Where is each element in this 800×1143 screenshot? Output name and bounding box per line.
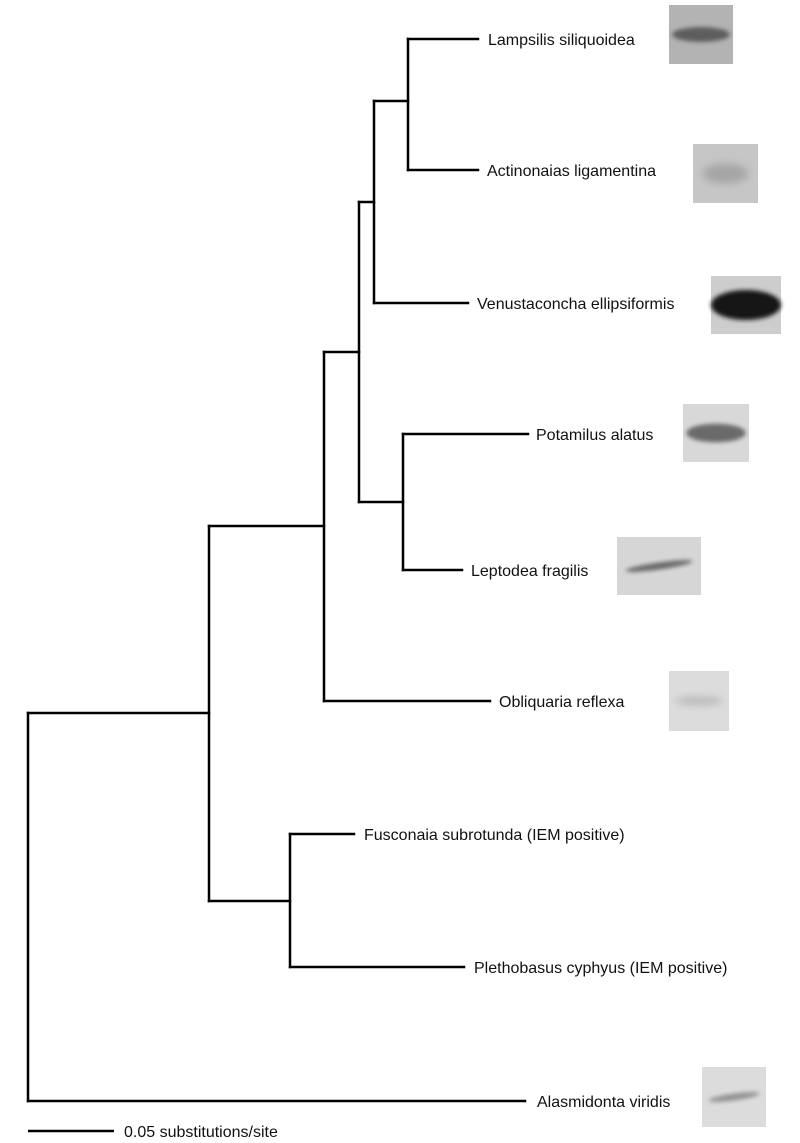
scale-bar: 0.05 substitutions/site	[28, 1124, 278, 1141]
blot-venustaconcha	[711, 276, 781, 334]
blot-band	[672, 27, 730, 42]
taxon-label-fusconaia: Fusconaia subrotunda (IEM positive)	[364, 827, 625, 844]
taxon-label-potamilus: Potamilus alatus	[536, 427, 653, 444]
blot-band	[708, 1092, 760, 1102]
blot-band	[702, 163, 749, 184]
blot-band	[686, 423, 746, 443]
taxon-label-alasmidonta: Alasmidonta viridis	[537, 1094, 670, 1111]
blot-potamilus	[683, 404, 749, 462]
taxon-label-venustaconcha: Venustaconcha ellipsiformis	[477, 296, 674, 313]
blot-lampsilis	[669, 5, 733, 64]
taxon-labels: Lampsilis siliquoidea Actinonaias ligame…	[364, 32, 727, 1111]
tree-branches	[26, 37, 530, 1103]
blot-band	[625, 560, 693, 572]
taxon-label-leptodea: Leptodea fragilis	[471, 563, 588, 580]
taxon-label-actinonaias: Actinonaias ligamentina	[487, 163, 656, 180]
taxon-label-plethobasus: Plethobasus cyphyus (IEM positive)	[474, 960, 727, 977]
scale-bar-label: 0.05 substitutions/site	[124, 1124, 278, 1141]
blot-alasmidonta	[702, 1067, 766, 1127]
blot-actinonaias	[693, 144, 758, 203]
western-blot-insets	[617, 5, 781, 1127]
taxon-label-obliquaria: Obliquaria reflexa	[499, 694, 625, 711]
blot-obliquaria	[669, 671, 729, 731]
blot-leptodea	[617, 537, 701, 595]
blot-band	[711, 290, 781, 320]
taxon-label-lampsilis: Lampsilis siliquoidea	[488, 32, 635, 49]
blot-band	[675, 697, 723, 705]
